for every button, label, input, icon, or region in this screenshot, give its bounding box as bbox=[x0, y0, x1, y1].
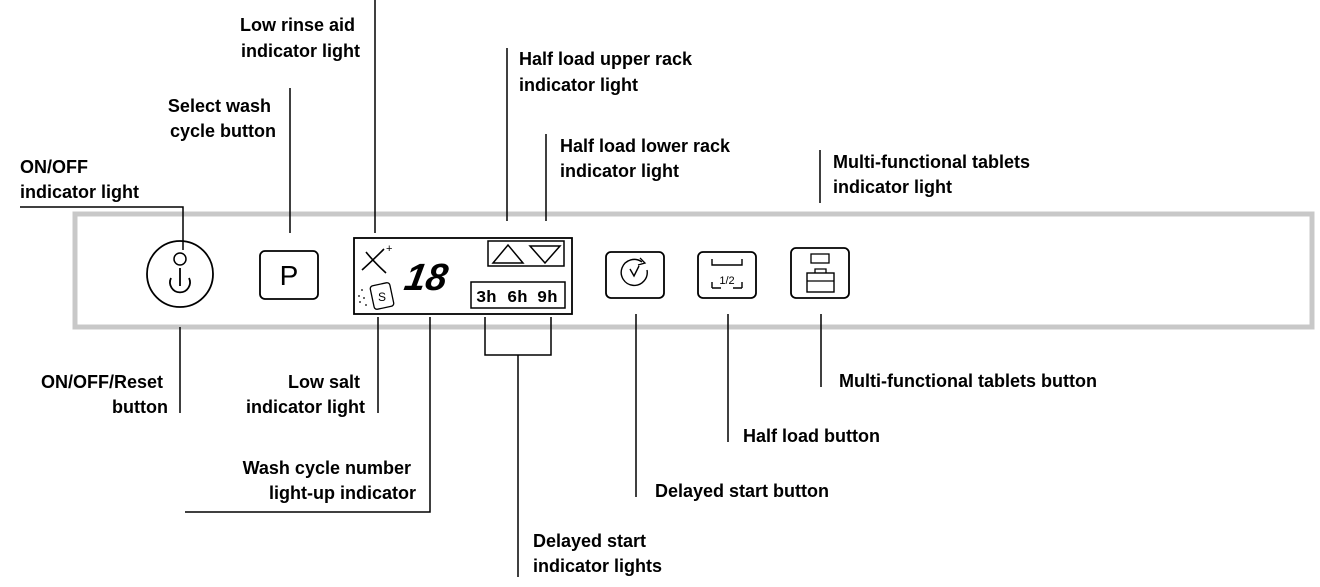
label-multi-tablets-indicator: Multi-functional tablets indicator light bbox=[833, 152, 1035, 197]
wash-cycle-number-display: 18 bbox=[401, 256, 451, 299]
label-select-wash-cycle: Select wash cycle button bbox=[168, 96, 276, 141]
label-half-load-lower: Half load lower rack indicator light bbox=[560, 136, 735, 181]
label-half-load-button: Half load button bbox=[743, 426, 880, 446]
on-off-reset-button[interactable] bbox=[146, 240, 214, 308]
label-on-off-reset: ON/OFF/Reset button bbox=[41, 372, 168, 417]
salt-icon: S bbox=[358, 282, 395, 310]
delayed-start-button[interactable] bbox=[605, 251, 665, 299]
clock-icon bbox=[620, 257, 648, 287]
half-load-button[interactable]: 1/2 bbox=[697, 251, 757, 299]
multi-tablets-indicator-light bbox=[810, 253, 830, 264]
label-low-rinse-aid: Low rinse aid indicator light bbox=[240, 15, 360, 61]
svg-text:+: + bbox=[386, 243, 392, 255]
program-key-label: P bbox=[280, 260, 299, 291]
on-off-indicator-light bbox=[173, 252, 187, 266]
delay-option-6h: 6h bbox=[507, 289, 527, 308]
multi-functional-tablets-button[interactable] bbox=[790, 247, 850, 299]
delay-option-9h: 9h bbox=[537, 289, 557, 308]
label-delayed-start-lights: Delayed start indicator lights bbox=[533, 531, 662, 576]
leader-lines bbox=[20, 0, 822, 577]
label-wash-cycle-number: Wash cycle number light-up indicator bbox=[243, 458, 416, 503]
triangle-up-icon bbox=[491, 243, 525, 264]
label-on-off-indicator: ON/OFF indicator light bbox=[20, 157, 139, 202]
salt-symbol: S bbox=[378, 290, 386, 304]
select-wash-cycle-button[interactable]: P bbox=[259, 250, 319, 300]
power-icon bbox=[169, 268, 191, 294]
sparkle-icon: + bbox=[361, 243, 392, 274]
half-load-symbol: 1/2 bbox=[719, 275, 734, 287]
tablet-box-icon bbox=[806, 268, 835, 293]
label-multi-tablets-button: Multi-functional tablets button bbox=[839, 371, 1097, 391]
label-low-salt: Low salt indicator light bbox=[246, 372, 365, 417]
label-half-load-upper: Half load upper rack indicator light bbox=[519, 49, 697, 95]
label-delayed-start-button: Delayed start button bbox=[655, 481, 829, 501]
display-window: + S 18 3h 6h 9h bbox=[353, 237, 573, 315]
delay-option-3h: 3h bbox=[476, 289, 496, 308]
triangle-down-icon bbox=[528, 245, 562, 265]
half-load-icon: 1/2 bbox=[711, 259, 743, 289]
